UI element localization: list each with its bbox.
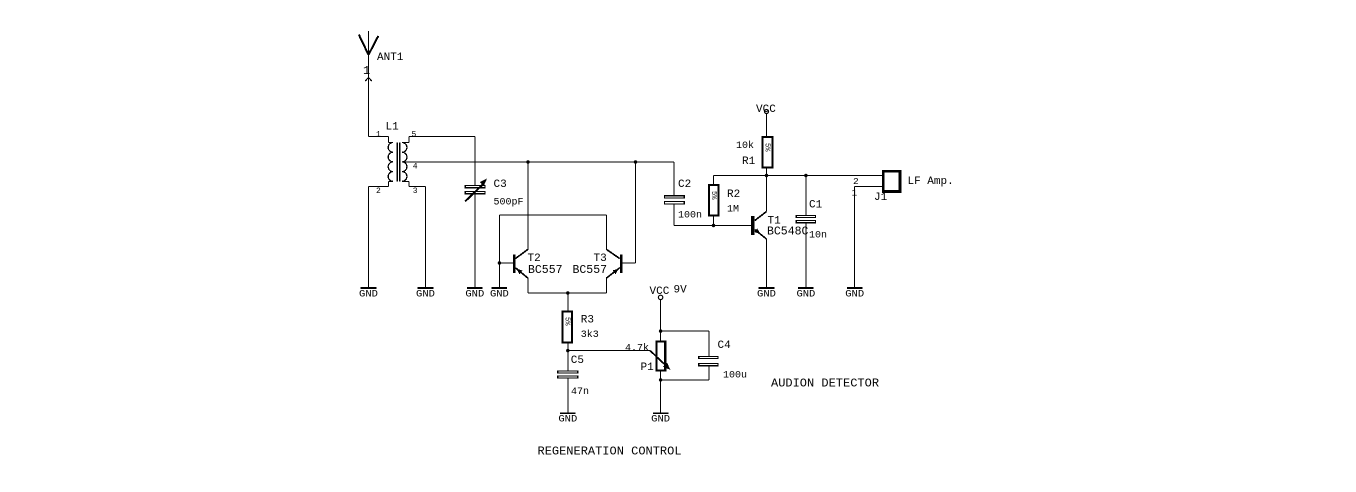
svg-text:C1: C1	[809, 199, 823, 211]
svg-text:3: 3	[413, 187, 418, 196]
svg-text:C3: C3	[494, 179, 507, 191]
svg-text:GND: GND	[558, 414, 577, 426]
svg-text:GND: GND	[416, 288, 435, 300]
svg-text:GND: GND	[651, 414, 670, 426]
svg-text:1: 1	[376, 131, 381, 140]
svg-text:C2: C2	[678, 179, 691, 191]
svg-text:10k: 10k	[736, 140, 754, 152]
svg-text:GND: GND	[757, 288, 776, 300]
svg-text:REGENERATION CONTROL: REGENERATION CONTROL	[538, 445, 682, 459]
svg-text:GND: GND	[845, 288, 864, 300]
svg-text:LF Amp.: LF Amp.	[908, 176, 954, 188]
svg-text:5%: 5%	[709, 191, 717, 200]
svg-text:R1: R1	[742, 156, 756, 168]
svg-text:500pF: 500pF	[494, 197, 524, 208]
svg-text:C5: C5	[571, 355, 584, 367]
svg-text:R3: R3	[581, 315, 594, 327]
svg-text:3k3: 3k3	[581, 329, 599, 341]
svg-text:2: 2	[853, 176, 859, 187]
svg-text:GND: GND	[490, 288, 509, 300]
svg-text:1M: 1M	[727, 204, 739, 215]
svg-text:4: 4	[413, 162, 418, 171]
svg-text:J1: J1	[874, 192, 888, 204]
svg-text:47n: 47n	[571, 387, 589, 398]
svg-text:5%: 5%	[763, 143, 771, 152]
svg-text:ANT1: ANT1	[377, 52, 404, 64]
svg-text:AUDION DETECTOR: AUDION DETECTOR	[771, 377, 879, 391]
svg-text:BC548C: BC548C	[767, 226, 809, 239]
svg-text:100u: 100u	[723, 371, 747, 382]
svg-text:C4: C4	[718, 340, 732, 352]
svg-text:L1: L1	[386, 122, 400, 134]
svg-text:GND: GND	[796, 288, 815, 300]
svg-text:T1: T1	[768, 215, 782, 227]
svg-text:10n: 10n	[809, 231, 827, 242]
svg-text:VCC: VCC	[650, 286, 670, 298]
svg-text:GND: GND	[359, 288, 378, 300]
svg-text:2: 2	[376, 187, 381, 196]
svg-text:9V: 9V	[674, 285, 688, 297]
svg-text:P1: P1	[641, 362, 655, 374]
svg-text:BC557: BC557	[573, 264, 608, 277]
svg-text:1: 1	[852, 188, 858, 199]
svg-text:GND: GND	[465, 288, 484, 300]
svg-text:1: 1	[363, 64, 370, 78]
svg-text:4.7k: 4.7k	[625, 342, 649, 354]
svg-text:R2: R2	[727, 189, 740, 201]
svg-text:5: 5	[412, 131, 417, 140]
svg-text:100n: 100n	[678, 211, 702, 222]
svg-text:BC557: BC557	[528, 264, 563, 277]
svg-text:T2: T2	[528, 253, 541, 265]
svg-text:5%: 5%	[563, 317, 571, 326]
svg-text:T3: T3	[594, 253, 607, 265]
